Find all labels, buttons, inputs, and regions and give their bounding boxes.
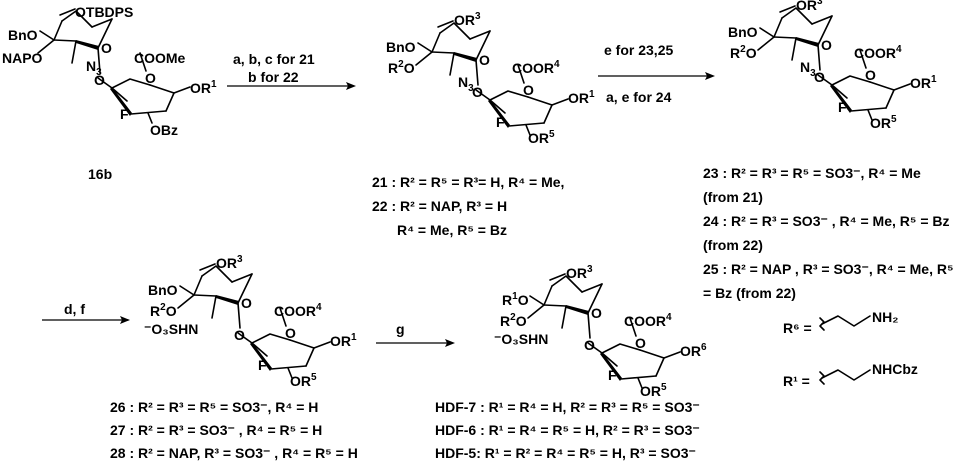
- label-napo: NAPO: [2, 50, 43, 66]
- label-or5: OR5: [528, 129, 555, 146]
- label-or3: OR3: [454, 11, 481, 28]
- arrow-step-1: a, b, c for 21 b for 22: [227, 51, 356, 90]
- arrow-1-top-label: a, b, c for 21: [233, 51, 315, 67]
- label-coor4: COOR4: [512, 59, 560, 76]
- label-coor4: COOR4: [854, 44, 902, 61]
- compound-hdf: OR3 R1O R2O ⁻O₃SHN COOR4 F OR6 OR5 O O O: [494, 264, 707, 399]
- ring-oxygen-1: O: [241, 295, 252, 311]
- note-22-line1: 22 : R² = NAP, R³ = H: [372, 198, 507, 214]
- label-coome: COOMe: [134, 50, 186, 66]
- glycosidic-oxygen: O: [472, 84, 483, 100]
- ring-oxygen-2: O: [523, 82, 534, 98]
- arrow-1-bottom-label: b for 22: [248, 69, 299, 85]
- label-r2o: R2O: [150, 302, 177, 319]
- compound-21-22: OR3 BnO R2O N3 COOR4 F OR1 OR5 O O O: [386, 11, 595, 146]
- note-25-line1: 25 : R² = NAP , R³ = SO3⁻, R⁴ = Me, R⁵: [703, 261, 954, 277]
- glycosidic-oxygen: O: [94, 72, 105, 88]
- r1-group: NHCbz: [872, 361, 918, 377]
- note-22-line2: R⁴ = Me, R⁵ = Bz: [397, 222, 507, 238]
- ring-oxygen-2: O: [285, 325, 296, 341]
- note-hdf-7: HDF-7 : R¹ = R⁴ = H, R² = R³ = R⁵ = SO3⁻: [435, 399, 700, 415]
- label-or6: OR6: [680, 342, 707, 359]
- compound-26-28: OR3 BnO R2O ⁻O₃SHN COOR4 F OR1 OR5 O O O: [144, 254, 357, 389]
- label-r2o: R2O: [388, 59, 415, 76]
- note-24-line2: (from 22): [703, 237, 763, 253]
- ring-oxygen-1: O: [821, 37, 832, 53]
- label-or5: OR5: [290, 372, 317, 389]
- r6-group: NH₂: [872, 309, 898, 325]
- glycosidic-oxygen: O: [584, 337, 595, 353]
- arrow-step-3: d, f: [42, 301, 130, 324]
- label-f: F: [258, 357, 267, 373]
- label-or1: OR1: [330, 332, 357, 349]
- label-coor4: COOR4: [624, 312, 672, 329]
- arrow-step-4: g: [376, 321, 455, 347]
- label-or5: OR5: [870, 114, 897, 131]
- substituent-r1: R¹ = NHCbz: [783, 361, 918, 389]
- compound-16b: OTBDPS BnO NAPO N3 COOMe F OR1 OBz O O O…: [2, 4, 217, 182]
- label-f: F: [496, 114, 505, 130]
- label-or1: OR1: [190, 79, 217, 96]
- ring-oxygen-1: O: [591, 305, 602, 321]
- note-hdf-6: HDF-6 : R¹ = R⁴ = R⁵ = H, R² = R³ = SO3⁻: [435, 422, 700, 438]
- propyl-chain-r1: [821, 369, 871, 381]
- label-bno: BnO: [8, 27, 38, 43]
- compound-23-25: OR3 BnO R2O N3 COOR4 F OR1 OR5 O O O: [728, 0, 937, 131]
- label-or3: OR3: [566, 264, 593, 281]
- compound-id-16b: 16b: [88, 166, 112, 182]
- label-r2o: R2O: [500, 312, 527, 329]
- label-n3: N3: [800, 59, 816, 79]
- note-28: 28 : R² = NAP, R³ = SO3⁻ , R⁴ = R⁵ = H: [110, 445, 358, 461]
- substituent-r6: R⁶ = NH₂: [783, 309, 898, 336]
- label-n3: N3: [458, 74, 474, 94]
- label-f: F: [608, 367, 617, 383]
- label-r1o: R1O: [502, 291, 529, 308]
- note-21: 21 : R² = R⁵ = R³= H, R⁴ = Me,: [372, 174, 564, 190]
- ring-oxygen-2: O: [145, 70, 156, 86]
- note-23-line1: 23 : R² = R³ = R⁵ = SO3⁻, R⁴ = Me: [703, 165, 921, 181]
- note-hdf-5: HDF-5: R¹ = R² = R⁴ = R⁵ = H, R³ = SO3⁻: [435, 445, 696, 461]
- label-bno: BnO: [728, 24, 758, 40]
- label-obz: OBz: [150, 122, 178, 138]
- arrow-2-top-label: e for 23,25: [604, 42, 673, 58]
- ring-oxygen-2: O: [635, 335, 646, 351]
- r6-label: R⁶ =: [783, 320, 812, 336]
- note-26: 26 : R² = R³ = R⁵ = SO3⁻, R⁴ = H: [110, 399, 318, 415]
- ring-oxygen-1: O: [101, 40, 112, 56]
- arrow-step-2: e for 23,25 a, e for 24: [598, 42, 715, 105]
- arrow-4-top-label: g: [396, 321, 405, 337]
- label-or3: OR3: [796, 0, 823, 13]
- label-so3hn: ⁻O₃SHN: [144, 321, 198, 337]
- r1-label: R¹ =: [783, 373, 810, 389]
- note-27: 27 : R² = R³ = SO3⁻ , R⁴ = R⁵ = H: [110, 422, 322, 438]
- glycosidic-oxygen: O: [234, 327, 245, 343]
- label-bno: BnO: [148, 282, 178, 298]
- arrow-3-top-label: d, f: [64, 301, 85, 317]
- label-bno: BnO: [386, 39, 416, 55]
- glycosidic-oxygen: O: [814, 69, 825, 85]
- label-or1: OR1: [910, 74, 937, 91]
- label-f: F: [120, 106, 129, 122]
- note-24-line1: 24 : R² = R³ = SO3⁻ , R⁴ = Me, R⁵ = Bz: [703, 213, 950, 229]
- label-otbdps: OTBDPS: [75, 4, 133, 20]
- ring-oxygen-2: O: [865, 67, 876, 83]
- note-25-line2: = Bz (from 22): [703, 285, 796, 301]
- label-or1: OR1: [568, 89, 595, 106]
- label-or5: OR5: [640, 382, 667, 399]
- label-so3hn: ⁻O₃SHN: [494, 331, 548, 347]
- ring-oxygen-1: O: [479, 52, 490, 68]
- propyl-chain-r6: [821, 315, 871, 327]
- label-f: F: [838, 99, 847, 115]
- label-n3: N3: [86, 58, 102, 78]
- label-r2o: R2O: [730, 44, 757, 61]
- label-coor4: COOR4: [274, 302, 322, 319]
- note-23-line2: (from 21): [703, 189, 763, 205]
- arrow-2-bottom-label: a, e for 24: [606, 89, 672, 105]
- label-or3: OR3: [216, 254, 243, 271]
